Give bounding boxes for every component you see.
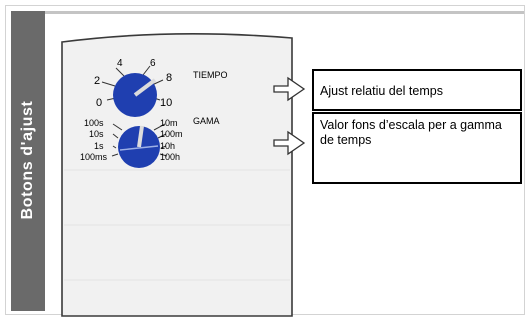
gama-range-100s: 100s bbox=[84, 118, 104, 128]
gama-range-10h: 10h bbox=[160, 141, 175, 151]
callout-relative-time-text: Ajust relatiu del temps bbox=[320, 83, 443, 98]
gama-range-100ms: 100ms bbox=[80, 152, 108, 162]
tiempo-dial: 0 2 4 6 8 10 TIEMPO bbox=[94, 58, 228, 117]
gama-dial: 100s 10s 1s 100ms 10m 100m 10h 100h GAMA bbox=[80, 116, 220, 168]
gama-range-1s: 1s bbox=[94, 141, 104, 151]
callout-time-range: Valor fons d’escala per a gamma de temps bbox=[312, 112, 522, 184]
tiempo-tick-2: 2 bbox=[94, 75, 100, 87]
callout-arrow-2 bbox=[273, 130, 306, 156]
tiempo-label: TIEMPO bbox=[193, 70, 228, 80]
callout-time-range-text: Valor fons d’escala per a gamma de temps bbox=[320, 118, 502, 147]
tiempo-tick-4: 4 bbox=[117, 58, 123, 69]
callout-relative-time: Ajust relatiu del temps bbox=[312, 69, 522, 111]
gama-label: GAMA bbox=[193, 116, 220, 126]
tiempo-tick-6: 6 bbox=[150, 58, 156, 69]
gama-range-10m: 10m bbox=[160, 118, 178, 128]
tiempo-tick-10: 10 bbox=[160, 97, 172, 109]
gama-knob-pointer bbox=[137, 125, 144, 148]
panel-shading bbox=[64, 169, 290, 281]
gama-range-100h: 100h bbox=[160, 152, 180, 162]
side-band bbox=[11, 11, 45, 311]
callout-arrow-1 bbox=[273, 76, 306, 102]
tiempo-tick-0: 0 bbox=[96, 97, 102, 109]
tiempo-tick-8: 8 bbox=[166, 72, 172, 84]
gama-range-100m: 100m bbox=[160, 129, 183, 139]
top-divider bbox=[45, 11, 524, 14]
gama-range-10s: 10s bbox=[89, 129, 104, 139]
tiempo-knob-pointer bbox=[133, 78, 157, 97]
gama-knob-stripe bbox=[119, 145, 159, 151]
